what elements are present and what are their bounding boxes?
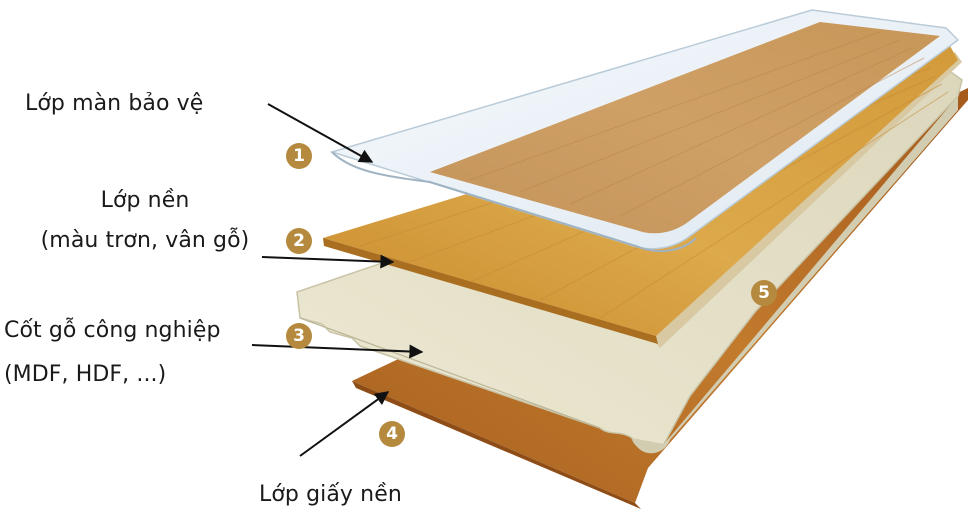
label-backing-paper: Lớp giấy nền bbox=[259, 482, 402, 507]
label-protective-layer: Lớp màn bảo vệ bbox=[25, 91, 204, 116]
arrow-base-layer bbox=[261, 254, 395, 269]
badge-4: 4 bbox=[379, 421, 405, 447]
label-core-line2: (MDF, HDF, ...) bbox=[4, 362, 167, 387]
label-base-layer-line1: Lớp nền bbox=[100, 188, 190, 213]
arrow-backing-paper bbox=[299, 391, 390, 457]
badge-5: 5 bbox=[751, 280, 777, 306]
badge-2: 2 bbox=[286, 228, 312, 254]
layer-protective-film bbox=[329, 9, 960, 253]
callout-arrows bbox=[251, 103, 424, 457]
arrow-core bbox=[251, 344, 424, 359]
label-core-line1: Cốt gỗ công nghiệp bbox=[4, 318, 221, 343]
badge-3: 3 bbox=[286, 323, 312, 349]
arrow-protective-layer bbox=[267, 103, 374, 163]
badge-1: 1 bbox=[286, 143, 312, 169]
label-base-layer: Lớp nền (màu trơn, vân gỗ) bbox=[14, 186, 276, 256]
label-base-layer-line2: (màu trơn, vân gỗ) bbox=[40, 228, 250, 253]
